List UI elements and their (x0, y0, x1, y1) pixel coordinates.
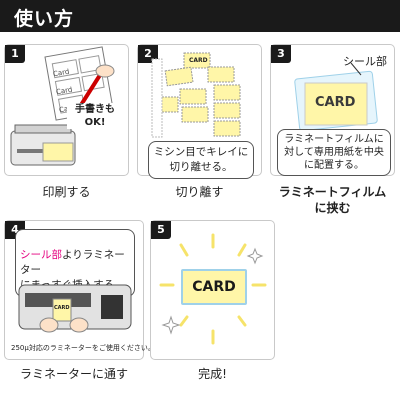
step-3-panel: 3 シール部 CARD ラミネートフィルムに 対して専用用紙を中央 に配置する。 (270, 44, 395, 176)
step-3-note: ラミネートフィルムに 対して専用用紙を中央 に配置する。 (277, 129, 391, 176)
card-label: CARD (315, 95, 356, 110)
step-4-caption: ラミネーターに通す (19, 367, 128, 381)
step-5-panel: 5 CARD (150, 220, 275, 360)
step-1-badge: 1 (5, 45, 25, 63)
step-1-panel: 1 Card Card Card 手書きも OK! (4, 44, 129, 176)
step-4-panel: 4 シール部よりラミネーター にまっすぐ挿入する。 CARD 250μ対応のラミ… (4, 220, 155, 360)
laminate-film-illustration (294, 62, 378, 132)
step-2-caption: 切り離す (175, 185, 224, 199)
page-header: 使い方 (0, 0, 400, 32)
step-1-caption: 印刷する (42, 185, 91, 199)
laminator-footnote: 250μ対応のラミネーターをご使用ください。 (11, 344, 155, 352)
page-title: 使い方 (14, 8, 75, 30)
step-2-note: ミシン目でキレイに 切り離せる。 (148, 141, 254, 179)
completed-card-illustration (159, 233, 267, 345)
cut-cards-illustration (151, 52, 241, 138)
card-label: CARD (189, 57, 208, 64)
seal-label: シール部 (343, 55, 387, 68)
step-2-panel: 2 CARD ミシン目でキレイに 切り離せる。 (137, 44, 262, 179)
card-label: CARD (54, 305, 70, 311)
step-3-caption: ラミネートフィルム に挟む (278, 185, 387, 215)
step-5-caption: 完成! (198, 367, 227, 381)
laminator-illustration (18, 284, 132, 333)
step-5-badge: 5 (151, 221, 171, 239)
step-3-badge: 3 (271, 45, 291, 63)
finished-card: CARD (181, 269, 247, 305)
handwriting-note: 手書きも OK! (67, 103, 123, 129)
seal-highlight: シール部 (20, 249, 62, 261)
